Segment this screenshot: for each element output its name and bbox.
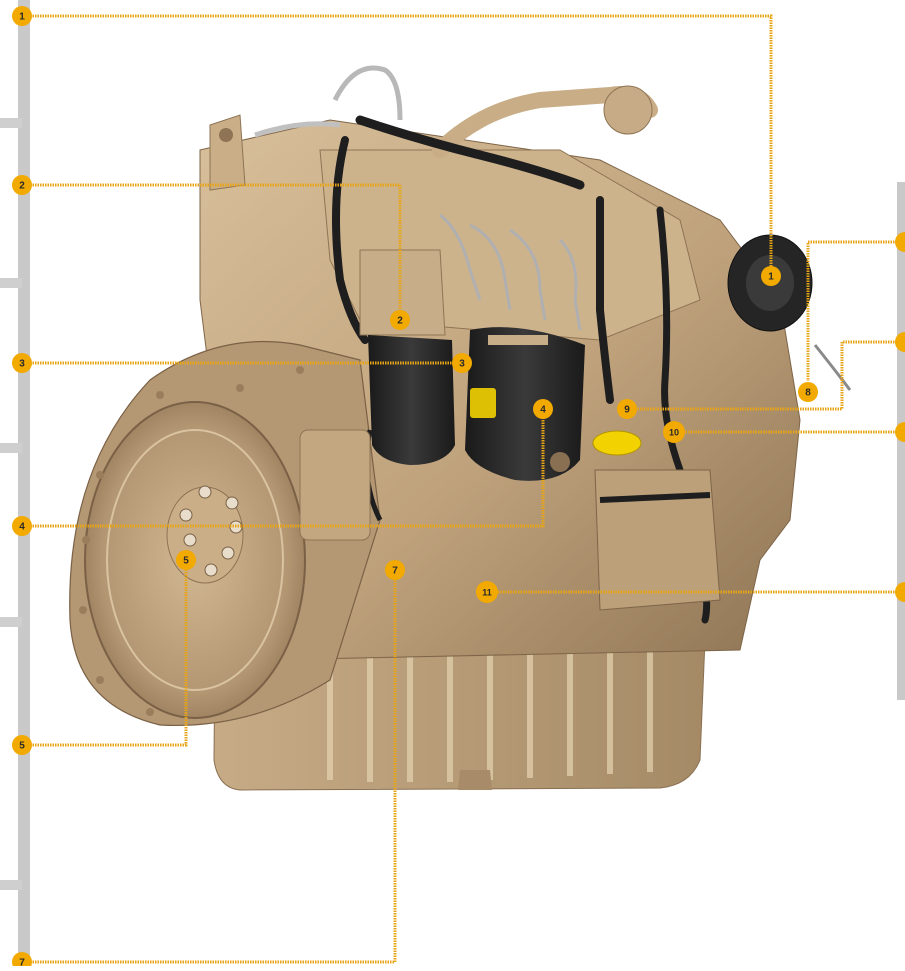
drain-plug [458,770,492,790]
john-deere-decal [470,388,496,418]
callout-2-target-label: 2 [397,316,403,327]
bell-housing-holes [79,366,304,716]
callout-3-target-label: 3 [459,359,465,370]
callout-10-target-label: 10 [669,428,679,438]
leader-1 [30,14,773,268]
metal-tube [332,65,403,121]
leader-8 [806,240,897,381]
callout-9-target-label: 9 [624,405,630,416]
callout-2-target-marker[interactable]: 2 [390,310,410,330]
callout-4-left-label: 4 [19,522,25,533]
callout-2-left-label: 2 [19,181,25,192]
leader-2 [30,183,402,311]
leader-5 [30,569,188,747]
hose-left [332,136,369,344]
fuel-filter-left [368,335,455,465]
thermostat-housing [603,85,653,135]
left-sidebar-rail [0,0,30,966]
callout-10-target-marker[interactable]: 10 [663,421,685,443]
callout-5-target-label: 5 [183,556,189,567]
leader-4 [30,418,545,528]
callout-8-right-marker[interactable] [895,232,905,252]
starter-motor [594,469,721,611]
callout-4-target-label: 4 [540,405,546,416]
callout-1-left-label: 1 [19,12,25,23]
dipstick [813,344,852,391]
callout-7-target-label: 7 [392,566,398,577]
callout-1-target-marker[interactable]: 1 [761,266,781,286]
callout-7-target-marker[interactable]: 7 [385,560,405,580]
leader-lines [30,14,897,964]
callout-1-target-label: 1 [768,272,774,283]
fuel-filter-head [359,249,446,336]
callout-11-target-label: 11 [482,588,492,598]
callout-5-target-marker[interactable]: 5 [176,550,196,570]
callout-11-target-marker[interactable]: 11 [476,581,498,603]
side-cover [299,429,371,541]
callout-3-target-marker[interactable]: 3 [452,353,472,373]
fuel-line [596,196,614,404]
callout-1-left-marker[interactable]: 1 [12,6,32,26]
callout-8-target-marker[interactable]: 8 [798,382,818,402]
oil-pan [213,639,706,791]
oil-fill-cap [592,430,642,456]
fuel-filter-right [465,327,585,481]
callout-11-right-marker[interactable] [895,582,905,602]
callout-3-left-marker[interactable]: 3 [12,353,32,373]
leader-7 [30,579,397,964]
metal-tube-2 [254,121,341,138]
callout-5-left-marker[interactable]: 5 [12,735,32,755]
ecu-harness [599,492,711,503]
callout-7-left-label: 7 [19,958,25,967]
callout-9-right-marker[interactable] [895,332,905,352]
callout-4-target-marker[interactable]: 4 [533,399,553,419]
lifting-bracket [209,114,246,191]
callout-10-right-marker[interactable] [895,422,905,442]
callout-5-left-label: 5 [19,741,25,752]
callout-9-target-marker[interactable]: 9 [617,399,637,419]
markers: 1 1 2 2 3 3 4 4 5 5 7 [12,6,905,971]
hose-top [355,115,585,190]
leader-9 [636,340,897,411]
engine-illustration [69,65,852,791]
callout-3-left-label: 3 [19,359,25,370]
callout-2-left-marker[interactable]: 2 [12,175,32,195]
callout-4-left-marker[interactable]: 4 [12,516,32,536]
injector-lines [439,213,582,331]
callout-8-target-label: 8 [805,388,811,399]
